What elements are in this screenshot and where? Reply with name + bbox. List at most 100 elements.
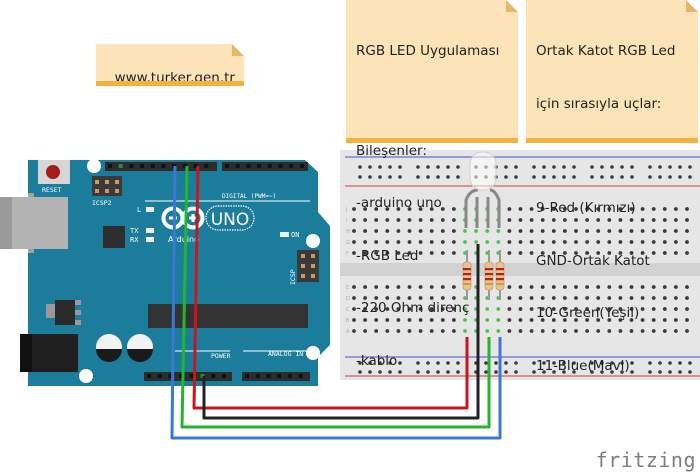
breadboard-hole [374, 318, 379, 322]
breadboard-hole [640, 240, 645, 244]
rail-hole [610, 370, 614, 374]
breadboard-hole [440, 296, 445, 300]
rail-hole [504, 370, 508, 374]
component-item: -kablo [356, 352, 398, 369]
header-pin [204, 164, 209, 168]
rail-hole [378, 370, 382, 374]
rail-hole [426, 361, 430, 365]
breadboard-hole [585, 207, 589, 211]
breadboard-hole [685, 218, 689, 222]
breadboard-hole [507, 229, 512, 233]
rail-hole [426, 370, 430, 374]
breadboard-hole [474, 229, 478, 233]
breadboard-hole [651, 240, 656, 244]
rail-hole [388, 165, 392, 169]
header-pin [161, 164, 166, 168]
rail-hole [378, 361, 382, 365]
breadboard-hole [651, 218, 656, 222]
wire-red[interactable] [192, 165, 469, 410]
breadboard-hole [452, 329, 456, 333]
header-pin [193, 164, 198, 168]
breadboard-hole [563, 229, 567, 233]
breadboard-hole [440, 240, 445, 244]
breadboard-hole [551, 240, 556, 244]
breadboard-hole [662, 296, 667, 300]
rail-hole [514, 370, 518, 374]
header-pin [266, 374, 271, 378]
wires [170, 165, 502, 440]
breadboard-hole [629, 207, 634, 211]
rail-hole [378, 175, 382, 179]
icsp2-label: ICSP2 [92, 199, 112, 207]
breadboard-hole [685, 207, 689, 211]
breadboard-hole [418, 218, 423, 222]
breadboard-hole [463, 318, 467, 322]
breadboard-hole [352, 318, 356, 322]
rail-hole [610, 165, 614, 169]
wire-black[interactable] [202, 244, 480, 420]
pin-item: 10-Green(Yeşil) [536, 305, 640, 321]
breadboard-hole [374, 207, 379, 211]
rail-hole [678, 175, 682, 179]
breadboard-hole [618, 229, 623, 233]
breadboard-hole [529, 207, 534, 211]
rail-hole [552, 175, 556, 179]
breadboard-hole [551, 229, 556, 233]
breadboard-hole [651, 329, 656, 333]
rail-hole [504, 165, 508, 169]
breadboard-hole [507, 318, 512, 322]
pinout-title-1: Ortak Katot RGB Led [536, 43, 676, 59]
breadboard-hole [529, 307, 534, 311]
row-letter: B [346, 318, 350, 324]
breadboard-hole [418, 285, 423, 289]
breadboard-hole [640, 251, 645, 255]
breadboard-hole [607, 296, 612, 300]
breadboard-hole [374, 229, 379, 233]
breadboard-hole [685, 251, 689, 255]
breadboard-hole [662, 318, 667, 322]
breadboard-hole [385, 251, 390, 255]
breadboard-hole [551, 251, 556, 255]
breadboard-hole [574, 318, 578, 322]
wire-blue[interactable] [170, 165, 502, 440]
breadboard-hole [418, 318, 423, 322]
rail-hole [600, 361, 604, 365]
breadboard-hole [640, 318, 645, 322]
rail-hole [678, 165, 682, 169]
breadboard-hole [363, 229, 367, 233]
breadboard-hole [363, 296, 367, 300]
breadboard-hole [396, 285, 401, 289]
component-item: -220 Ohm direnç [356, 300, 470, 316]
rail-hole [416, 361, 420, 365]
breadboard-hole [629, 318, 634, 322]
breadboard-hole [651, 318, 656, 322]
breadboard-hole [629, 285, 634, 289]
rail-hole [358, 165, 362, 169]
breadboard-hole [529, 229, 534, 233]
pin-item: GND-Ortak Katot [536, 252, 650, 269]
rail-hole [590, 175, 594, 179]
breadboard-hole [585, 218, 589, 222]
rail-hole [688, 370, 692, 374]
breadboard-hole [540, 229, 545, 233]
breadboard-hole [363, 218, 367, 222]
breadboard-hole [385, 307, 390, 311]
rail-hole [426, 175, 430, 179]
breadboard-hole [496, 318, 501, 322]
breadboard-hole [674, 240, 678, 244]
breadboard-hole [551, 207, 556, 211]
breadboard-hole [585, 229, 589, 233]
breadboard-hole [496, 229, 501, 233]
breadboard-hole [574, 285, 578, 289]
breadboard-hole [529, 218, 534, 222]
breadboard-hole [618, 251, 623, 255]
breadboard-hole [352, 240, 356, 244]
breadboard-hole [429, 240, 434, 244]
wire-green[interactable] [180, 165, 491, 429]
header-pin [118, 164, 123, 168]
breadboard-hole [518, 251, 523, 255]
breadboard-hole [440, 318, 445, 322]
rail-hole [542, 370, 546, 374]
breadboard-hole [574, 240, 578, 244]
